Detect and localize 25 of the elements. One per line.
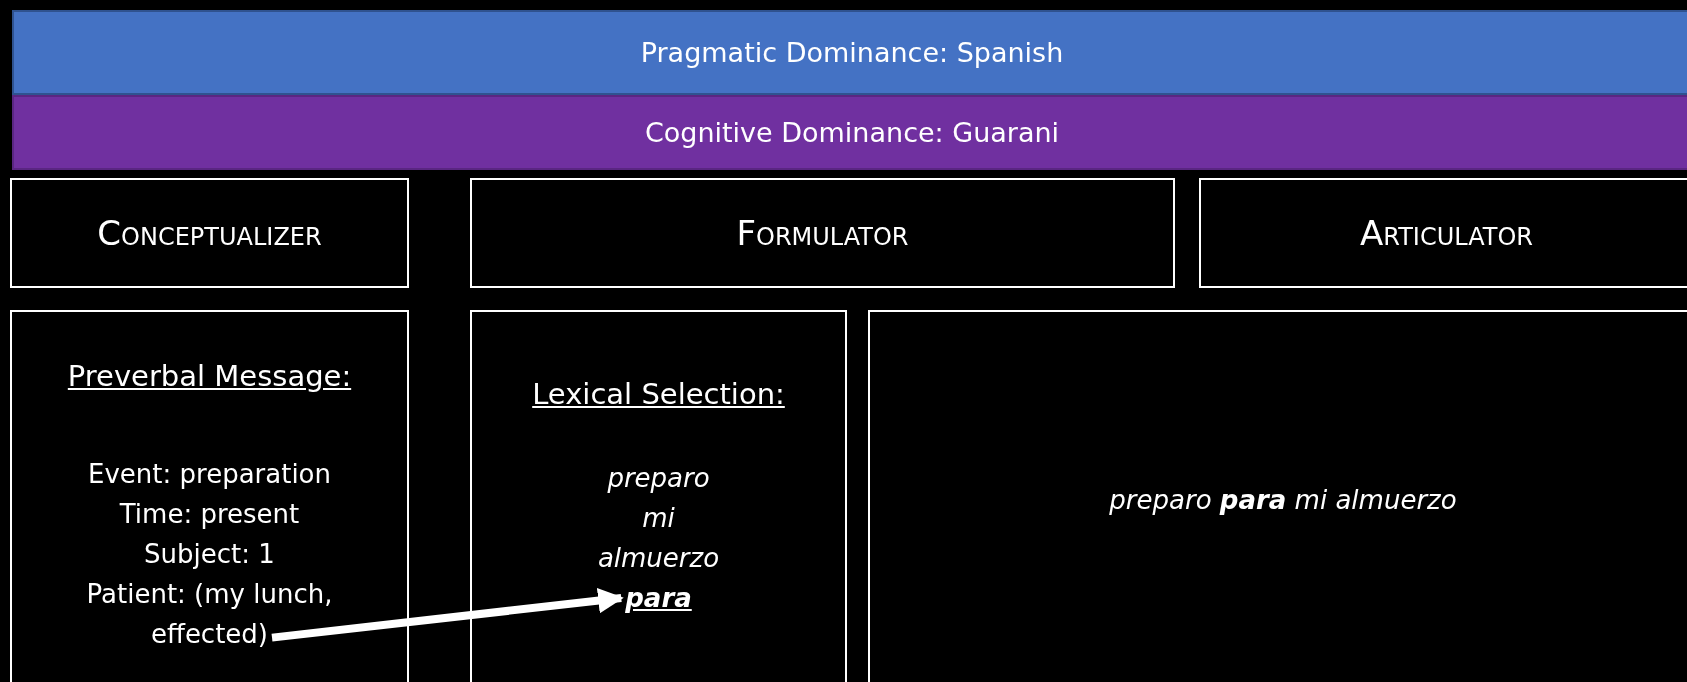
sentence: preparo para mi almuerzo bbox=[1109, 485, 1457, 515]
stage-title: Conceptualizer bbox=[97, 213, 322, 253]
list-item: preparo bbox=[607, 462, 710, 495]
content-box bbox=[868, 310, 1687, 682]
list-item: Time: present bbox=[119, 498, 300, 531]
stage-box bbox=[1199, 178, 1687, 288]
arrow bbox=[271, 587, 624, 642]
stage-title: Articulator bbox=[1360, 213, 1533, 253]
band-label: Cognitive Dominance: Guarani bbox=[644, 117, 1060, 148]
band-label: Pragmatic Dominance: Spanish bbox=[640, 37, 1064, 68]
highlighted-word: para bbox=[623, 578, 694, 618]
stage-box bbox=[10, 178, 409, 288]
section-heading: Lexical Selection: bbox=[532, 376, 785, 412]
list-item: Subject: 1 bbox=[144, 538, 275, 571]
stage-box bbox=[470, 178, 1175, 288]
header-band bbox=[12, 10, 1687, 95]
list-item: almuerzo bbox=[597, 542, 720, 575]
list-item: Patient: (my lunch, effected) bbox=[85, 578, 334, 651]
list-item: mi bbox=[642, 502, 675, 535]
stage-title: Formulator bbox=[736, 213, 909, 253]
content-box bbox=[470, 310, 847, 682]
section-heading: Preverbal Message: bbox=[67, 358, 352, 394]
header-band bbox=[12, 95, 1687, 170]
list-item: Event: preparation bbox=[88, 458, 331, 491]
content-box bbox=[10, 310, 409, 682]
